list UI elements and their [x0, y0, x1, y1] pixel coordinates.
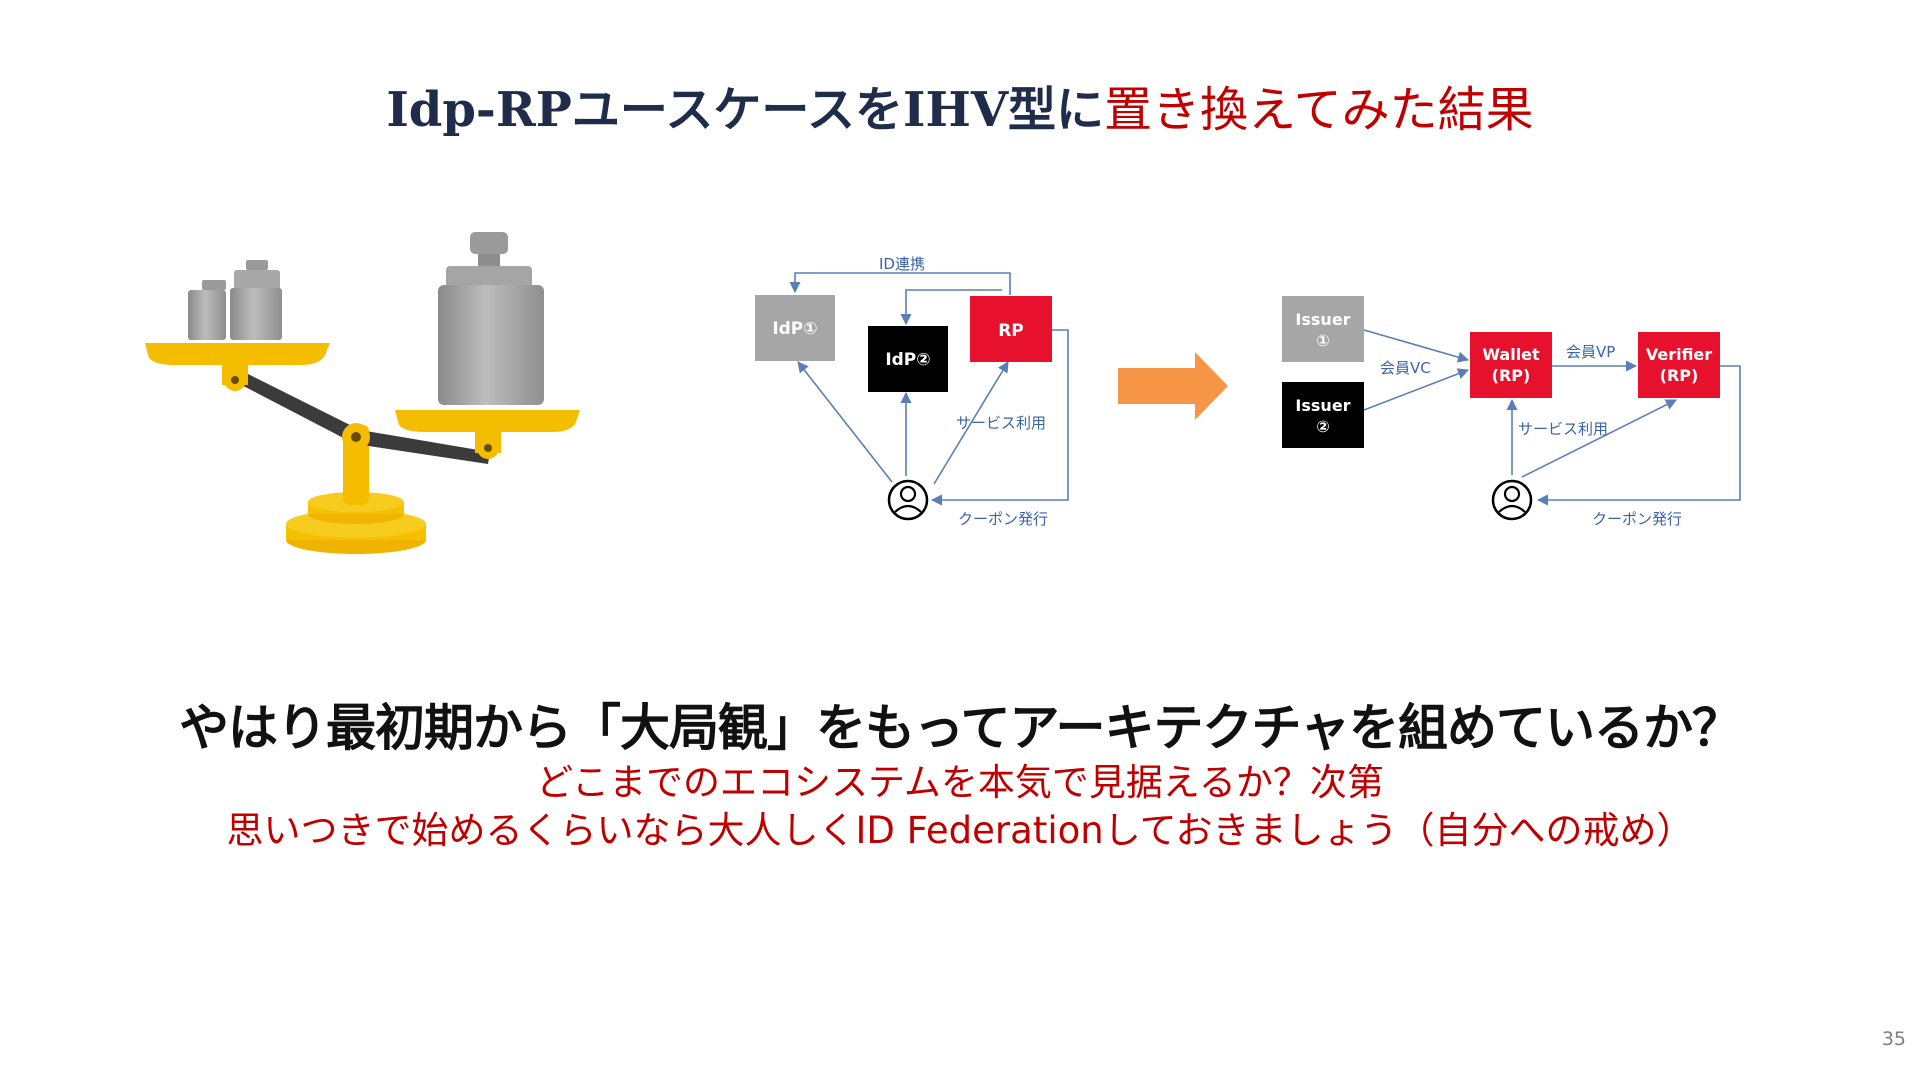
id-link-label: ID連携	[879, 255, 925, 273]
idp-rp-diagram: IdP① IdP② RP ID連携 サービス利用 クーポン発行	[755, 255, 1069, 528]
wallet-role: (RP)	[1492, 366, 1531, 385]
right-arrow-icon	[1118, 352, 1228, 420]
wallet-label: Wallet	[1482, 345, 1540, 364]
balance-scale-icon	[145, 232, 580, 554]
idp1-label: IdP①	[772, 319, 817, 339]
id-link-connector	[789, 272, 1011, 295]
idp1-box	[755, 295, 835, 361]
user-icon	[1491, 479, 1533, 521]
idp2-label: IdP②	[885, 350, 930, 370]
rp-label: RP	[998, 321, 1024, 341]
verifier-label: Verifier	[1646, 345, 1712, 364]
headline: やはり最初期から「大局観」をもってアーキテクチャを組めているか？	[179, 699, 1742, 757]
issuer1-label: Issuer	[1295, 310, 1350, 329]
right-service-label: サービス利用	[1518, 420, 1608, 438]
title-highlight: 置き換えてみた結果	[1104, 82, 1534, 138]
rp-idp2-connector	[900, 289, 1002, 326]
issuer2-number: ②	[1316, 417, 1330, 436]
left-service-label: サービス利用	[956, 414, 1046, 432]
right-coupon-label: クーポン発行	[1592, 510, 1682, 528]
verifier-box	[1638, 332, 1720, 398]
issuer1-wallet-connector	[1363, 329, 1470, 363]
rp-box	[970, 296, 1052, 362]
ihv-diagram: Issuer ① Issuer ② Wallet (RP) Verifier (…	[1282, 296, 1741, 528]
user-idp1-connector	[797, 361, 893, 483]
user-rp-connector	[933, 361, 1009, 485]
idp2-box	[868, 326, 948, 392]
verifier-coupon-connector	[1536, 365, 1741, 506]
rp-coupon-connector	[930, 329, 1069, 506]
user-verifier-connector	[1521, 399, 1678, 478]
user-icon	[887, 479, 929, 521]
issuer2-label: Issuer	[1295, 396, 1350, 415]
page-number: 35	[1881, 1028, 1906, 1050]
issuer1-box	[1282, 296, 1364, 362]
left-coupon-label: クーポン発行	[958, 510, 1048, 528]
vc-label: 会員VC	[1380, 359, 1431, 377]
subline-2: 思いつきで始めるくらいなら大人しくID Federationしておきましょう（自…	[226, 809, 1694, 852]
slide-title: Idp-RPユースケースをIHV型に置き換えてみた結果	[0, 70, 1920, 140]
issuer1-number: ①	[1316, 331, 1330, 350]
vp-label: 会員VP	[1566, 343, 1615, 361]
wallet-box	[1470, 332, 1552, 398]
issuer2-box	[1282, 382, 1364, 448]
title-main: Idp-RPユースケースをIHV型に	[386, 82, 1105, 138]
issuer2-wallet-connector	[1363, 368, 1470, 411]
subline-1: どこまでのエコシステムを本気で見据えるか？次第	[536, 761, 1384, 804]
verifier-role: (RP)	[1660, 366, 1699, 385]
